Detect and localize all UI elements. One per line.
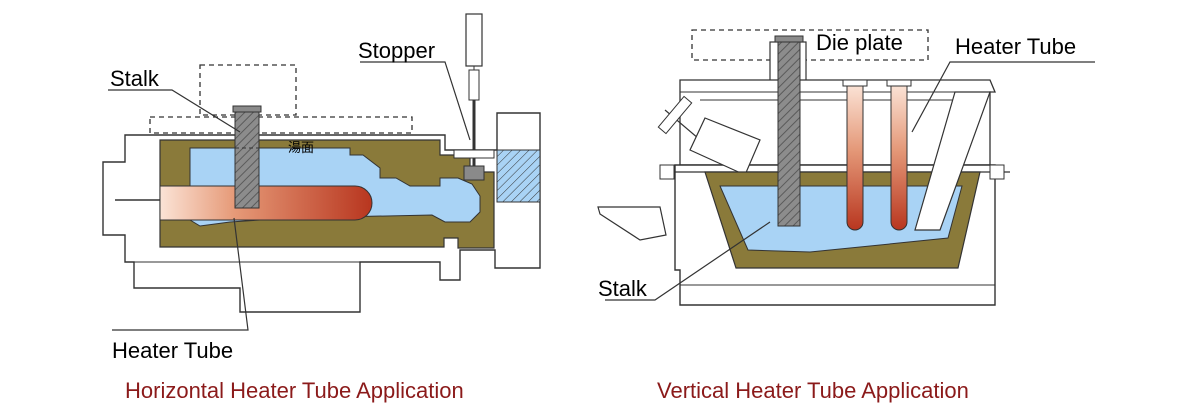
stalk-label: Stalk [110,66,160,91]
stopper-leader [360,61,471,141]
horizontal-furnace [102,13,541,331]
stalk-leader-right [605,221,771,301]
stalk-cap [232,105,262,113]
heater-tube-leader-left [112,217,249,331]
stalk [777,39,801,227]
caption-horizontal: Horizontal Heater Tube Application [125,378,464,403]
heater-tube-vertical-2 [890,84,908,231]
stalk-leader [108,89,241,133]
heater-tube-vertical-1 [846,84,864,231]
tube-casing [914,91,991,231]
heater-tube-label-left: Heater Tube [112,338,233,363]
stopper-head [463,165,485,181]
heater-tube-label-right: Heater Tube [955,34,1076,59]
die-plate-label: Die plate [816,30,903,55]
caption-vertical: Vertical Heater Tube Application [657,378,969,403]
die-plate-outline [691,29,929,61]
stopper-label: Stopper [358,38,435,63]
heater-tube-horizontal [159,185,373,221]
vertical-furnace [597,29,1095,306]
melt-surface-label: 湯面 [288,141,314,156]
pour-spout [597,206,667,241]
stopper-actuator [465,13,483,67]
die-plate-outline-lower [149,116,413,134]
stalk [234,107,260,209]
heater-tube-leader-right [911,61,1095,133]
stalk-label-right: Stalk [598,276,648,301]
molten-metal-hatched [496,149,541,203]
